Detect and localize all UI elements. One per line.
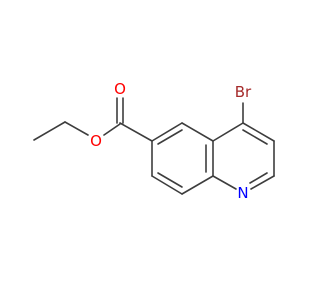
structure-canvas: Br N O O [33,80,275,202]
bond-n1-c8a [212,175,237,190]
bond-c4-c3 [242,122,275,142]
bond-c4a-c4 [212,122,244,142]
molecule-structure: Br N O O [33,80,275,202]
bond-ester-o-carbonyl [103,123,121,136]
bromine-atom-label: Br [235,83,252,101]
carbonyl-oxygen-label: O [114,80,126,98]
nitrogen-atom-label: N [237,184,248,202]
ester-oxygen-label: O [90,132,102,150]
bond-c6-c5 [151,122,183,142]
bond-ethyl-ch2-o [64,121,89,136]
bond-c8a-c8 [181,175,214,195]
bond-c5-c6-inner [157,129,183,145]
bond-c8-c7 [151,175,183,195]
bond-c5-c4a [181,122,214,142]
bond-c2-n1-inner [249,172,268,184]
bond-ethyl-ch3 [33,121,66,141]
bond-c3-c4-inner [242,129,268,145]
bond-c7-c8-inner [157,172,183,188]
bond-c2-n1 [250,175,275,190]
bond-carbonyl-ring [119,122,153,142]
